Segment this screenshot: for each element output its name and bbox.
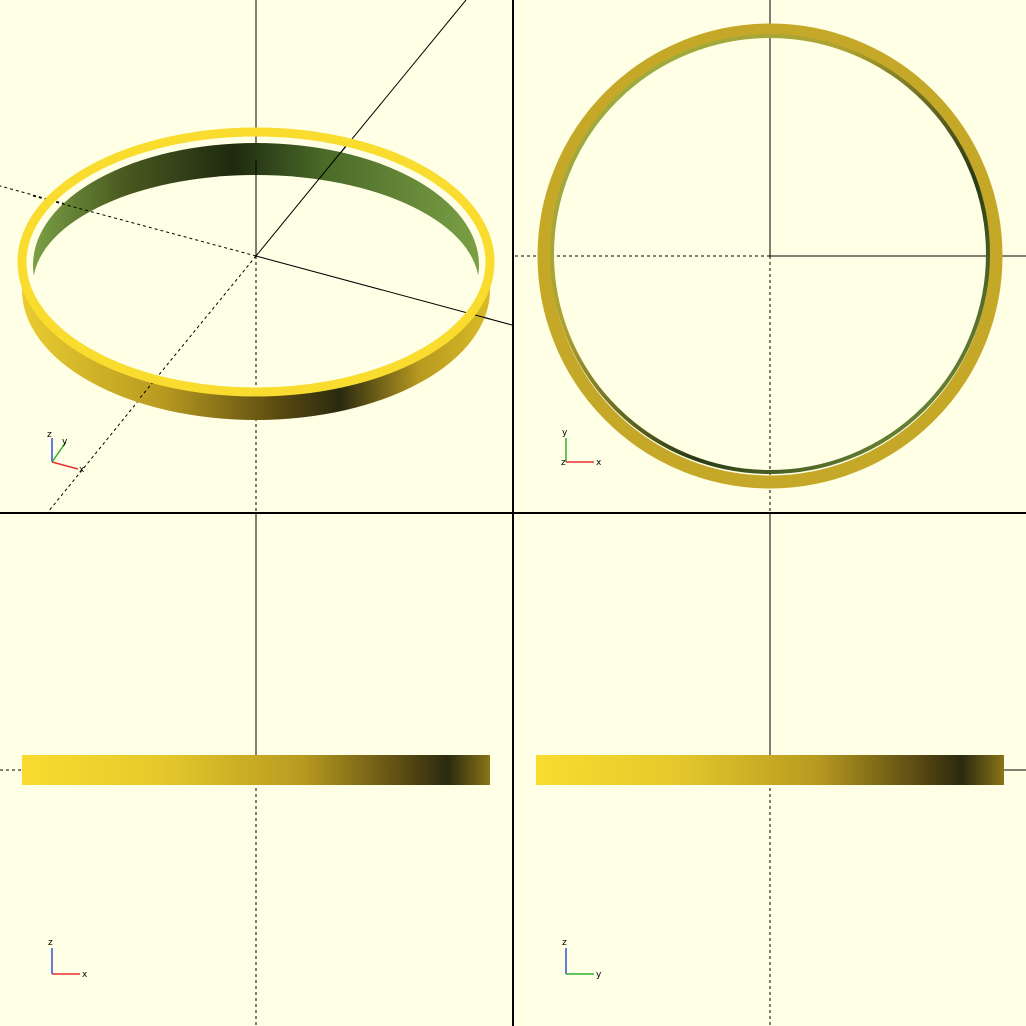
gizmo-label-y: y [562,428,568,438]
gizmo-label-x: x [79,465,85,475]
ring-model[interactable] [22,755,490,785]
ring-model[interactable] [17,127,495,420]
viewport-top[interactable]: y z x [514,0,1026,512]
viewport-separator-horizontal[interactable] [0,512,1026,514]
axis-gizmo-side: z y [562,938,602,980]
gizmo-label-z: z [47,430,52,440]
viewport-perspective[interactable]: z y x [0,0,512,512]
gizmo-label-z: z [561,458,566,468]
gizmo-label-z: z [48,938,53,948]
gizmo-label-y: y [596,970,602,980]
gizmo-label-x: x [596,458,602,468]
viewport-front[interactable]: z x [0,514,512,1026]
axis-gizmo-perspective: z y x [47,430,85,475]
ring-model[interactable] [536,755,1004,785]
ring-model[interactable] [537,23,1003,489]
viewport-side[interactable]: z y [514,514,1026,1026]
axis-gizmo-top: y z x [561,428,602,468]
gizmo-label-x: x [82,970,88,980]
axis-gizmo-front: z x [48,938,88,980]
gizmo-label-z: z [562,938,567,948]
gizmo-label-y: y [62,437,68,447]
